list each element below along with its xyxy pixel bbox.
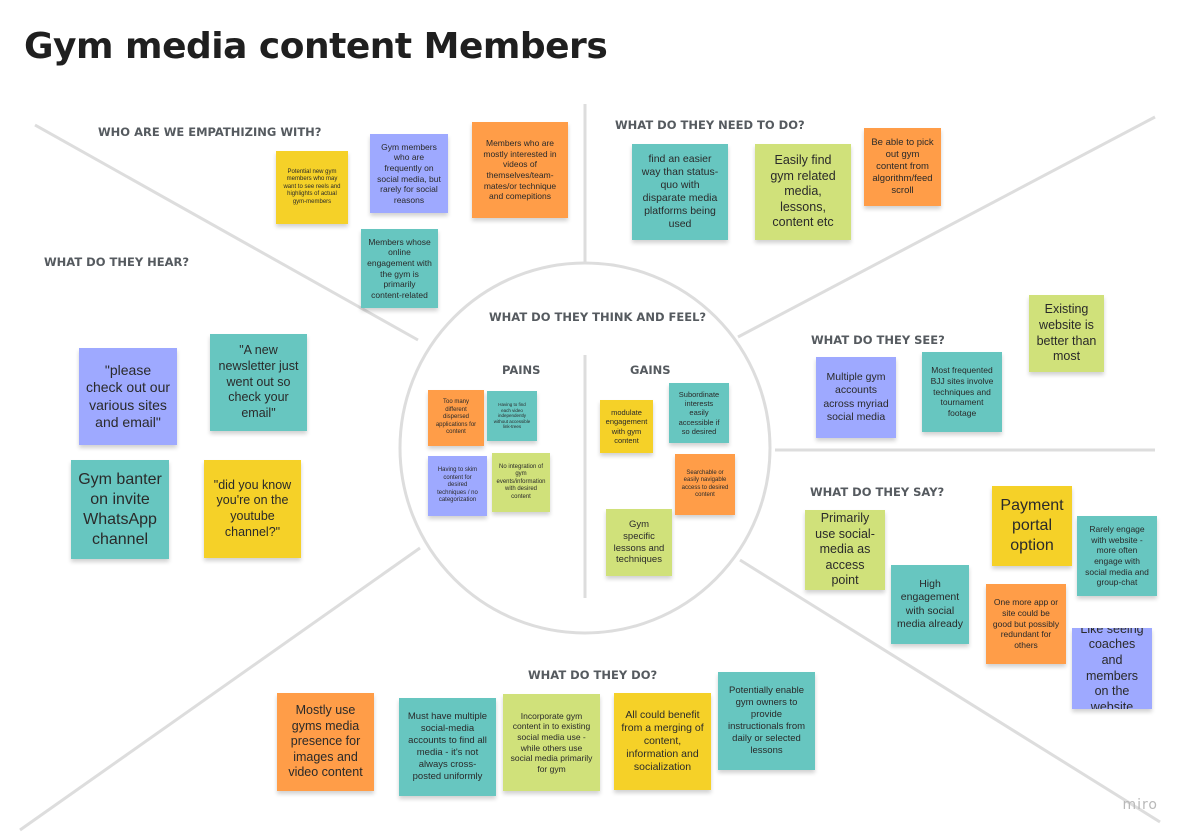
divider-bottom-left [19, 546, 421, 832]
miro-watermark: miro [1122, 797, 1158, 813]
sticky-note[interactable]: Most frequented BJJ sites involve techni… [922, 352, 1002, 432]
sticky-note[interactable]: Gym specific lessons and techniques [606, 509, 672, 576]
sticky-note[interactable]: Potential new gym members who may want t… [276, 151, 348, 224]
sticky-note[interactable]: Must have multiple social-media accounts… [399, 698, 496, 796]
sticky-note[interactable]: Having to skim content for desired techn… [428, 456, 487, 516]
sticky-note[interactable]: "did you know you're on the youtube chan… [204, 460, 301, 558]
sticky-note[interactable]: Gym banter on invite WhatsApp channel [71, 460, 169, 559]
sticky-note[interactable]: High engagement with social media alread… [891, 565, 969, 644]
divider-top-left [34, 123, 419, 342]
sticky-note[interactable]: Payment portal option [992, 486, 1072, 566]
sticky-note[interactable]: Subordinate interests easily accessible … [669, 383, 729, 443]
sticky-note[interactable]: Too many different dispersed application… [428, 390, 484, 446]
sticky-note[interactable]: "A new newsletter just went out so check… [210, 334, 307, 431]
section-label-empathize: WHO ARE WE EMPATHIZING WITH? [98, 125, 322, 139]
sticky-note[interactable]: Mostly use gyms media presence for image… [277, 693, 374, 791]
section-label-say: WHAT DO THEY SAY? [810, 485, 945, 499]
section-label-gains: GAINS [630, 363, 671, 377]
section-label-see: WHAT DO THEY SEE? [811, 333, 945, 347]
sticky-note[interactable]: All could benefit from a merging of cont… [614, 693, 711, 790]
sticky-note[interactable]: Incorporate gym content in to existing s… [503, 694, 600, 791]
divider-top-right [737, 115, 1156, 339]
sticky-note[interactable]: Searchable or easily navigable access to… [675, 454, 735, 515]
sticky-note[interactable]: Like seeing coaches and members on the w… [1072, 628, 1152, 709]
sticky-note[interactable]: Easily find gym related media, lessons, … [755, 144, 851, 240]
sticky-note[interactable]: Members who are mostly interested in vid… [472, 122, 568, 218]
section-label-hear: WHAT DO THEY HEAR? [44, 255, 190, 269]
section-label-do: WHAT DO THEY DO? [528, 668, 658, 682]
sticky-note[interactable]: No integration of gym events/information… [492, 453, 550, 512]
section-label-pains: PAINS [502, 363, 541, 377]
sticky-note[interactable]: Having to find each video independently … [487, 391, 537, 441]
divider-bottom-right [739, 558, 1161, 824]
sticky-note[interactable]: Existing website is better than most [1029, 295, 1104, 372]
sticky-note[interactable]: modulate engagement with gym content [600, 400, 653, 453]
section-label-think-feel: WHAT DO THEY THINK AND FEEL? [489, 310, 707, 324]
sticky-note[interactable]: One more app or site could be good but p… [986, 584, 1066, 664]
sticky-note[interactable]: Gym members who are frequently on social… [370, 134, 448, 213]
sticky-note[interactable]: "please check out our various sites and … [79, 348, 177, 445]
sticky-note[interactable]: Multiple gym accounts across myriad soci… [816, 357, 896, 438]
sticky-note[interactable]: Rarely engage with website - more often … [1077, 516, 1157, 596]
section-label-need: WHAT DO THEY NEED TO DO? [615, 118, 805, 132]
sticky-note[interactable]: Members whose online engagement with the… [361, 229, 438, 308]
think-feel-circle [398, 261, 772, 635]
sticky-note[interactable]: Be able to pick out gym content from alg… [864, 128, 941, 206]
sticky-note[interactable]: Potentially enable gym owners to provide… [718, 672, 815, 770]
board-title: Gym media content Members [24, 26, 608, 67]
sticky-note[interactable]: find an easier way than status-quo with … [632, 144, 728, 240]
sticky-note[interactable]: Primarily use social-media as access poi… [805, 510, 885, 590]
